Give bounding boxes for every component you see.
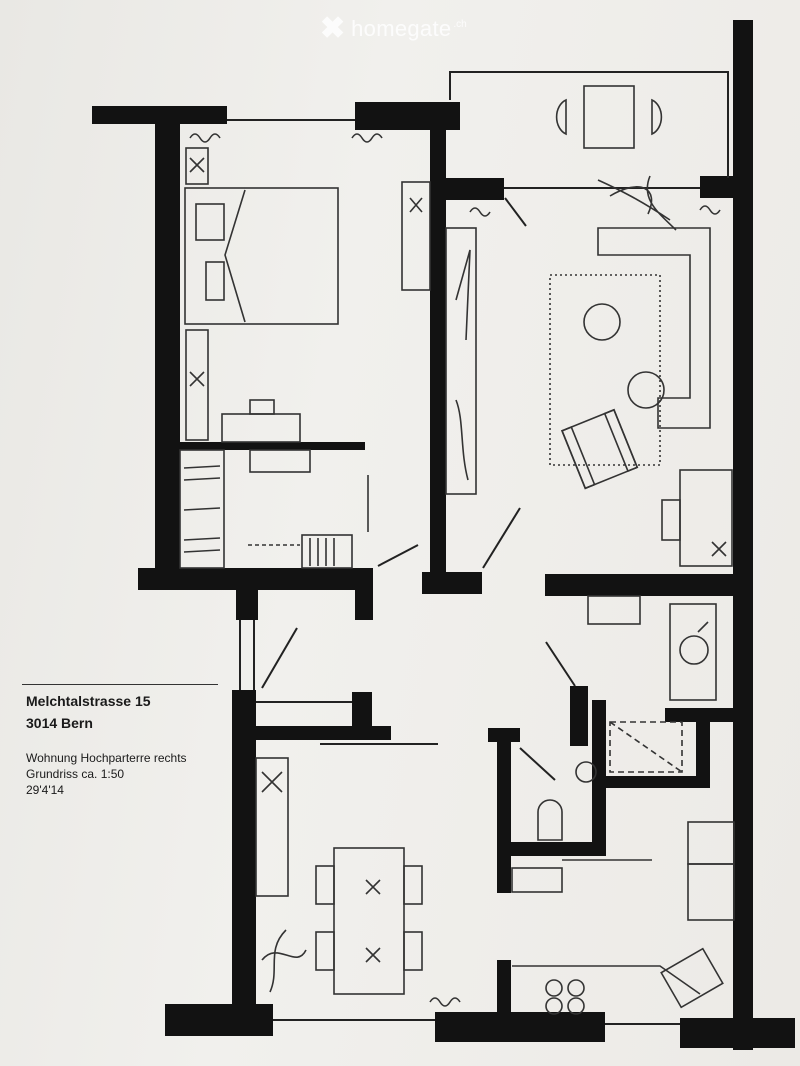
toilet bbox=[537, 799, 563, 841]
walls bbox=[92, 20, 795, 1050]
wardrobe bbox=[179, 449, 225, 569]
wall-bedroom-door-jamb bbox=[355, 568, 373, 620]
wall-living-top bbox=[446, 178, 504, 200]
address-city: 3014 Bern bbox=[26, 715, 93, 731]
watermark-tld: .ch bbox=[453, 18, 467, 30]
title-block: Melchtalstrasse 15 3014 Bern Wohnung Hoc… bbox=[26, 690, 187, 798]
dining-table bbox=[333, 847, 405, 995]
tv-cabinet bbox=[445, 227, 477, 495]
bedroom-shelf bbox=[185, 329, 209, 441]
wall-partition-living bbox=[430, 110, 446, 585]
wall-bathroom-bottom bbox=[508, 842, 606, 856]
wall-stub-left bbox=[236, 588, 258, 620]
wall-shower-side bbox=[696, 718, 710, 788]
living-furniture bbox=[445, 85, 733, 567]
wall-dining-top bbox=[256, 726, 391, 740]
plan-date: 29'4'14 bbox=[26, 783, 64, 797]
wall-bedroom-top bbox=[92, 106, 227, 124]
bed bbox=[184, 187, 339, 325]
door-swings bbox=[261, 197, 576, 781]
pouf-top bbox=[583, 303, 621, 341]
wall-bathroom-corner bbox=[488, 728, 520, 742]
wall-bottom-right bbox=[680, 1018, 795, 1048]
bedroom-cabinet bbox=[401, 181, 431, 291]
watermark-brand: homegate bbox=[351, 16, 452, 41]
title-divider bbox=[22, 684, 218, 685]
kitchen-counter bbox=[512, 965, 701, 995]
wall-bottom-left bbox=[165, 1004, 273, 1036]
wall-shower-top bbox=[665, 708, 735, 722]
wall-shower-bottom bbox=[605, 776, 705, 788]
dining-sideboard bbox=[255, 757, 289, 897]
kitchen-sink bbox=[660, 947, 724, 1009]
side-table bbox=[679, 469, 733, 567]
wall-dining-left bbox=[232, 690, 256, 1008]
wall-exterior-right bbox=[733, 20, 753, 1050]
homegate-watermark: ✖ homegate .ch bbox=[320, 14, 467, 44]
wall-living-bottom-left bbox=[422, 572, 482, 594]
wall-living-top-right bbox=[700, 176, 735, 198]
wall-living-bottom-right bbox=[545, 574, 733, 596]
bedroom-furniture bbox=[179, 147, 431, 569]
wall-bedroom-bottom bbox=[138, 568, 373, 590]
pouf-bottom bbox=[627, 371, 665, 409]
wall-dining-top-stub bbox=[352, 692, 372, 728]
balcony-chair-left bbox=[555, 98, 567, 136]
bathroom-kitchen bbox=[511, 595, 735, 1015]
sink bbox=[575, 761, 597, 783]
dining-furniture bbox=[255, 757, 423, 995]
wall-wardrobe-top bbox=[180, 442, 365, 450]
wall-bathroom-door bbox=[570, 686, 588, 746]
balcony-table bbox=[583, 85, 635, 149]
shower bbox=[609, 721, 683, 773]
sofa bbox=[597, 227, 711, 429]
radiators bbox=[189, 133, 721, 1007]
nightstand-top bbox=[185, 147, 209, 185]
balcony-chair-right bbox=[651, 98, 663, 136]
thin-lines bbox=[227, 71, 729, 1025]
carpet bbox=[549, 274, 661, 466]
armchair bbox=[561, 408, 639, 490]
address-street: Melchtalstrasse 15 bbox=[26, 693, 151, 709]
kitchen-cabinet bbox=[687, 821, 735, 865]
homegate-cross-icon: ✖ bbox=[320, 12, 346, 45]
unit-description: Wohnung Hochparterre rechts bbox=[26, 751, 187, 765]
wall-bathroom-left bbox=[497, 728, 511, 893]
wall-bathroom-right bbox=[592, 700, 606, 855]
plan-scale: Grundriss ca. 1:50 bbox=[26, 767, 125, 781]
wall-kitchen-left bbox=[497, 960, 511, 1015]
wall-bedroom-left bbox=[155, 118, 180, 573]
washing-machine bbox=[669, 603, 717, 701]
wall-bottom-middle bbox=[435, 1012, 605, 1042]
desk bbox=[221, 413, 301, 443]
